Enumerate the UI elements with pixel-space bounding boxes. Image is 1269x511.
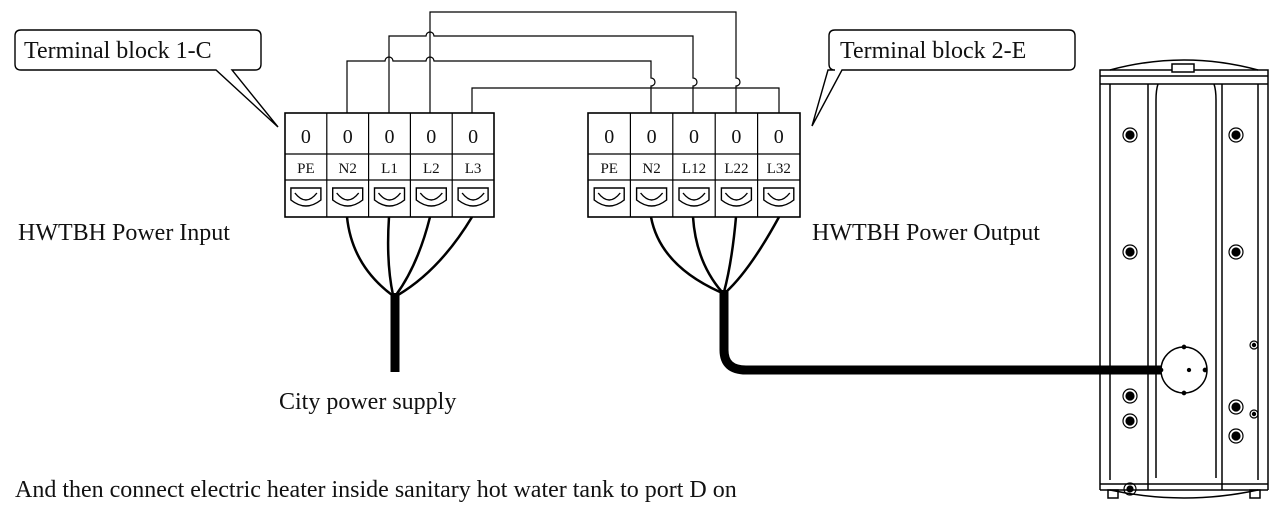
output-slot-glyph: 0 <box>647 126 657 148</box>
callout-right-label: Terminal block 2-E <box>840 38 1026 64</box>
input-terminal-label: L3 <box>465 161 482 177</box>
input-terminal-l1: 0L1 <box>368 113 406 217</box>
input-terminal-l3: 0L3 <box>451 113 489 217</box>
supply-label: City power supply <box>279 389 456 415</box>
callout-left-label: Terminal block 1-C <box>24 38 212 64</box>
output-clamp-icon <box>720 187 753 207</box>
input-terminal-label: L1 <box>381 161 398 177</box>
output-terminal-pe: 0PE <box>593 126 625 207</box>
input-slot-glyph: 0 <box>468 126 478 148</box>
jumper-wires <box>346 11 780 117</box>
output-slot-glyph: 0 <box>689 126 699 148</box>
callout-terminal-block-2e: Terminal block 2-E <box>811 29 1076 127</box>
output-cable <box>649 216 1182 375</box>
input-terminal-label: L2 <box>423 161 440 177</box>
callout-terminal-block-1c: Terminal block 1-C <box>14 29 279 128</box>
input-clamp-icon <box>457 187 489 207</box>
input-slot-glyph: 0 <box>385 126 395 148</box>
output-slot-glyph: 0 <box>731 126 741 148</box>
output-terminal-label: L32 <box>767 161 791 177</box>
input-terminal-label: PE <box>297 161 315 177</box>
input-terminal-n2: 0N2 <box>326 113 364 217</box>
output-slot-glyph: 0 <box>604 126 614 148</box>
input-clamp-icon <box>332 187 364 207</box>
output-terminal-label: N2 <box>642 161 660 177</box>
output-clamp-icon <box>635 187 668 207</box>
block-input-label: HWTBH Power Input <box>18 220 230 246</box>
output-clamp-icon <box>763 187 795 207</box>
input-terminal-l2: 0L2 <box>409 113 447 217</box>
input-terminal-label: N2 <box>339 161 357 177</box>
input-slot-glyph: 0 <box>343 126 353 148</box>
output-terminal-label: L22 <box>724 161 748 177</box>
input-clamp-icon <box>290 187 322 207</box>
input-slot-glyph: 0 <box>301 126 311 148</box>
output-terminal-label: PE <box>600 161 618 177</box>
hot-water-tank <box>1099 59 1269 499</box>
output-clamp-icon <box>678 187 710 207</box>
supply-cable <box>345 216 474 372</box>
input-terminal-pe: 0PE <box>290 126 322 207</box>
output-slot-glyph: 0 <box>774 126 784 148</box>
output-clamp-icon <box>593 187 625 207</box>
block-output-label: HWTBH Power Output <box>812 220 1040 246</box>
input-clamp-icon <box>415 187 447 207</box>
input-clamp-icon <box>373 187 406 207</box>
output-terminal-label: L12 <box>682 161 706 177</box>
output-terminal-n2: 0N2 <box>629 113 668 217</box>
instruction-text: And then connect electric heater inside … <box>15 477 737 503</box>
input-slot-glyph: 0 <box>426 126 436 148</box>
